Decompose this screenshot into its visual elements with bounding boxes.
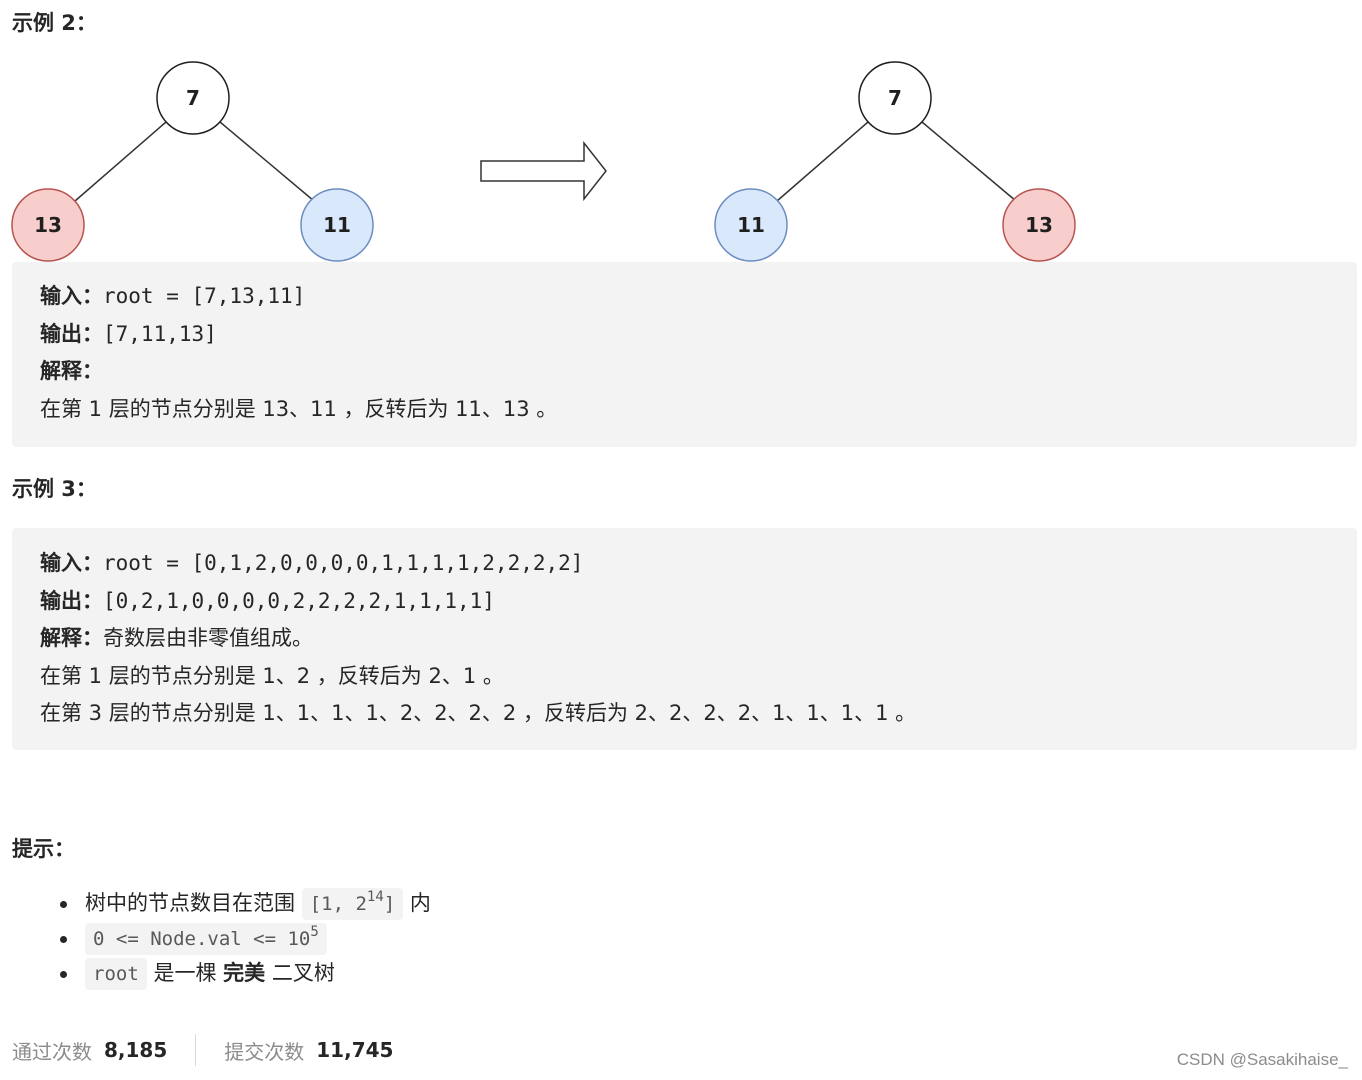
explain-line: 解释：奇数层由非零值组成。 xyxy=(40,626,313,650)
bullet-icon xyxy=(60,971,67,978)
watermark: CSDN @Sasakihaise_ xyxy=(1176,1050,1348,1069)
tree-edge xyxy=(921,121,1017,202)
tree-edge xyxy=(219,121,315,202)
tips-heading: 提示： xyxy=(12,837,75,861)
example-2-heading: 示例 2： xyxy=(12,11,97,35)
tip-item: 树中的节点数目在范围 [1, 214] 内 xyxy=(60,886,431,921)
tree-after-left-node: 11 xyxy=(714,188,788,262)
bullet-icon xyxy=(60,901,67,908)
explain-detail: 在第 1 层的节点分别是 13、11 ，反转后为 11、13 。 xyxy=(40,396,558,421)
explain-detail: 在第 3 层的节点分别是 1、1、1、1、2、2、2、2 ，反转后为 2、2、2… xyxy=(40,701,917,725)
node-label: 11 xyxy=(737,213,765,237)
node-label: 7 xyxy=(186,86,200,110)
tip-item: 0 <= Node.val <= 105 xyxy=(60,921,431,956)
explain-detail: 在第 1 层的节点分别是 1、2 ，反转后为 2、1 。 xyxy=(40,663,504,688)
tree-edge xyxy=(74,121,167,202)
node-label: 13 xyxy=(1025,213,1053,237)
tree-before-left-node: 13 xyxy=(11,188,85,262)
bullet-icon xyxy=(60,936,67,943)
node-label: 7 xyxy=(888,86,902,110)
example-3-heading: 示例 3： xyxy=(12,477,97,501)
submission-stats: 通过次数 8,185 提交次数 11,745 xyxy=(12,1034,393,1066)
tree-before-root-node: 7 xyxy=(156,61,230,135)
inline-code: 0 <= Node.val <= 105 xyxy=(85,923,327,955)
output-line: 输出：[0,2,1,0,0,0,0,2,2,2,2,1,1,1,1] xyxy=(40,588,495,613)
accepted-count: 8,185 xyxy=(104,1038,168,1062)
input-line: 输入：root = [7,13,11] xyxy=(40,284,306,308)
tip-item: root 是一棵 完美 二叉树 xyxy=(60,956,431,991)
inline-code: [1, 214] xyxy=(301,888,404,920)
tree-after-right-node: 13 xyxy=(1002,188,1076,262)
node-label: 13 xyxy=(34,213,62,237)
tree-edge xyxy=(776,121,869,202)
output-line: 输出：[7,11,13] xyxy=(40,321,217,346)
inline-code: root xyxy=(85,958,147,990)
accepted-label: 通过次数 xyxy=(12,1039,92,1064)
submitted-label: 提交次数 xyxy=(224,1039,305,1064)
explain-line: 解释： xyxy=(40,359,103,383)
submitted-count: 11,745 xyxy=(316,1038,394,1062)
example-3-box: 输入：root = [0,1,2,0,0,0,0,1,1,1,1,2,2,2,2… xyxy=(12,528,1357,750)
tree-before-right-node: 11 xyxy=(300,188,374,262)
transform-arrow-icon xyxy=(480,140,607,202)
example-2-diagram: 7 13 11 7 11 13 xyxy=(11,61,1076,262)
stats-divider xyxy=(195,1034,197,1066)
node-label: 11 xyxy=(323,213,351,237)
input-line: 输入：root = [0,1,2,0,0,0,0,1,1,1,1,2,2,2,2… xyxy=(40,551,584,575)
tree-after-root-node: 7 xyxy=(858,61,932,135)
example-2-box: 输入：root = [7,13,11] 输出：[7,11,13] 解释： 在第 … xyxy=(12,262,1357,447)
tips-list: 树中的节点数目在范围 [1, 214] 内 0 <= Node.val <= 1… xyxy=(60,886,431,991)
